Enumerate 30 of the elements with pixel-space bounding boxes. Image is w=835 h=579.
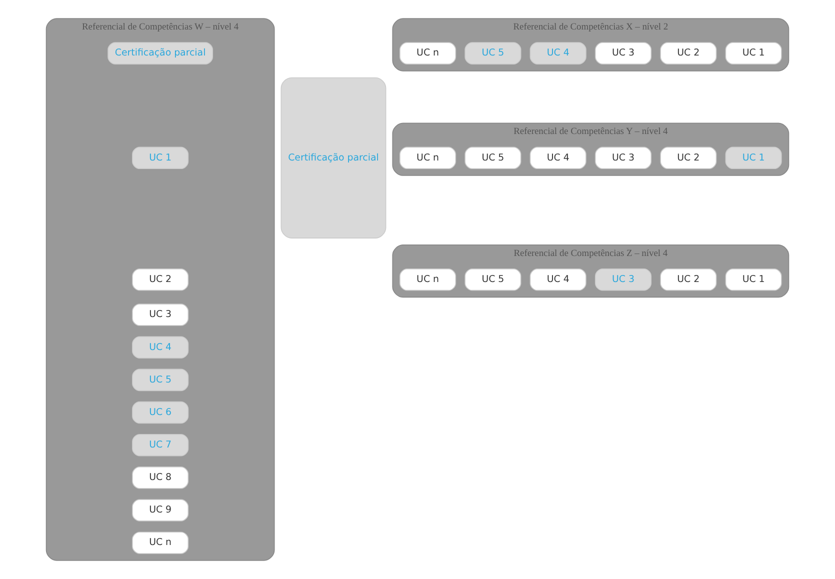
node-box: UC 1 bbox=[132, 146, 189, 170]
node-box: UC 5 bbox=[132, 368, 189, 392]
node-box: UC 3 bbox=[132, 304, 189, 326]
node-box: UC 5 bbox=[464, 146, 522, 170]
node-box: UC 9 bbox=[132, 499, 189, 522]
node-box: UC 4 bbox=[530, 268, 586, 291]
node-box: UC 5 bbox=[464, 268, 522, 291]
node-box: UC 4 bbox=[530, 42, 586, 64]
node-box: UC 1 bbox=[725, 268, 782, 291]
node-box: Certificação parcial bbox=[280, 77, 386, 238]
node-box: UC 2 bbox=[660, 268, 717, 291]
node-box: UC n bbox=[400, 268, 456, 291]
node-box: UC 5 bbox=[464, 42, 522, 64]
node-box: UC 2 bbox=[660, 146, 717, 170]
node-box: UC 3 bbox=[594, 146, 652, 170]
node-box: UC 6 bbox=[132, 401, 189, 424]
node-box: UC 1 bbox=[725, 42, 782, 64]
node-box: UC 2 bbox=[660, 42, 717, 64]
node-box: UC n bbox=[400, 42, 456, 64]
node-box: UC n bbox=[132, 532, 189, 554]
node-box: UC 4 bbox=[530, 146, 586, 170]
node-box: UC 2 bbox=[132, 268, 189, 291]
node-box: UC n bbox=[400, 146, 456, 170]
node-box: UC 7 bbox=[132, 434, 189, 456]
node-box: UC 4 bbox=[132, 336, 189, 359]
node-box: Certificação parcial bbox=[108, 42, 214, 64]
node-box: UC 1 bbox=[725, 146, 782, 170]
node-box: UC 3 bbox=[594, 42, 652, 64]
node-box: UC 3 bbox=[594, 268, 652, 291]
node-box: UC 8 bbox=[132, 466, 189, 489]
